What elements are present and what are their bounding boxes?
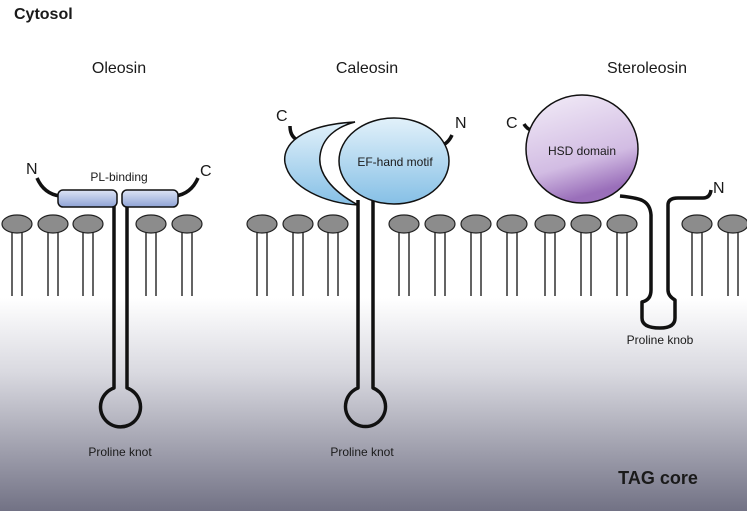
phospholipid-head — [246, 214, 278, 234]
oleosin-n-label: N — [26, 161, 38, 178]
oleosin-protein — [35, 177, 200, 429]
proline-knob-label: Proline knob — [627, 333, 694, 347]
phospholipid — [496, 214, 528, 296]
steroleosin-c-label: C — [506, 115, 518, 132]
ef-hand-domain — [338, 117, 450, 205]
phospholipid — [317, 214, 349, 296]
phospholipid-head — [1, 214, 33, 234]
caleosin-protein — [283, 117, 454, 429]
proline-knot-label-caleosin: Proline knot — [330, 445, 394, 459]
caleosin-n-label: N — [455, 115, 467, 132]
oleosin-c-label: C — [200, 163, 212, 180]
phospholipid — [246, 214, 278, 296]
caleosin-title: Caleosin — [336, 60, 398, 77]
steroleosin-n-label: N — [713, 180, 725, 197]
phospholipid — [388, 214, 420, 296]
phospholipid — [681, 214, 713, 296]
phospholipid — [1, 214, 33, 296]
pl-binding-label: PL-binding — [90, 170, 147, 184]
phospholipid-head — [282, 214, 314, 234]
proline-knot-label-oleosin: Proline knot — [88, 445, 152, 459]
phospholipid-head — [388, 214, 420, 234]
phospholipid — [282, 214, 314, 296]
phospholipid-head — [606, 214, 638, 234]
pl-binding-segment-left — [57, 189, 118, 208]
phospholipid — [460, 214, 492, 296]
oleosin-hairpin — [98, 205, 143, 429]
phospholipid — [606, 214, 638, 296]
phospholipid-head — [424, 214, 456, 234]
phospholipid — [424, 214, 456, 296]
steroleosin-title: Steroleosin — [607, 60, 687, 77]
phospholipid-head — [171, 214, 203, 234]
ef-hand-label: EF-hand motif — [357, 155, 433, 169]
phospholipid — [717, 214, 747, 296]
phospholipid — [135, 214, 167, 296]
caleosin-hairpin — [343, 200, 388, 429]
phospholipid-head — [717, 214, 747, 234]
phospholipid-head — [534, 214, 566, 234]
phospholipid — [72, 214, 104, 296]
tag-core-label: TAG core — [618, 468, 698, 488]
phospholipid-head — [570, 214, 602, 234]
caleosin-left-lobe — [283, 121, 359, 206]
cytosol-label: Cytosol — [14, 6, 73, 23]
pl-binding-segment-right — [121, 189, 179, 208]
phospholipid-head — [135, 214, 167, 234]
phospholipid — [37, 214, 69, 296]
oleosin-title: Oleosin — [92, 60, 146, 77]
steroleosin-protein — [522, 94, 713, 330]
phospholipid — [171, 214, 203, 296]
phospholipid — [570, 214, 602, 296]
phospholipid-head — [496, 214, 528, 234]
hsd-domain-label: HSD domain — [548, 144, 616, 158]
phospholipid-head — [72, 214, 104, 234]
phospholipid-head — [37, 214, 69, 234]
caleosin-c-label: C — [276, 108, 288, 125]
phospholipid — [534, 214, 566, 296]
oleosin-n-tail — [35, 177, 61, 198]
phospholipid-head — [681, 214, 713, 234]
hsd-domain — [525, 94, 639, 204]
steroleosin-knob-chain — [619, 189, 713, 330]
phospholipid-head — [317, 214, 349, 234]
phospholipid-head — [460, 214, 492, 234]
phospholipid-monolayer — [1, 214, 747, 296]
